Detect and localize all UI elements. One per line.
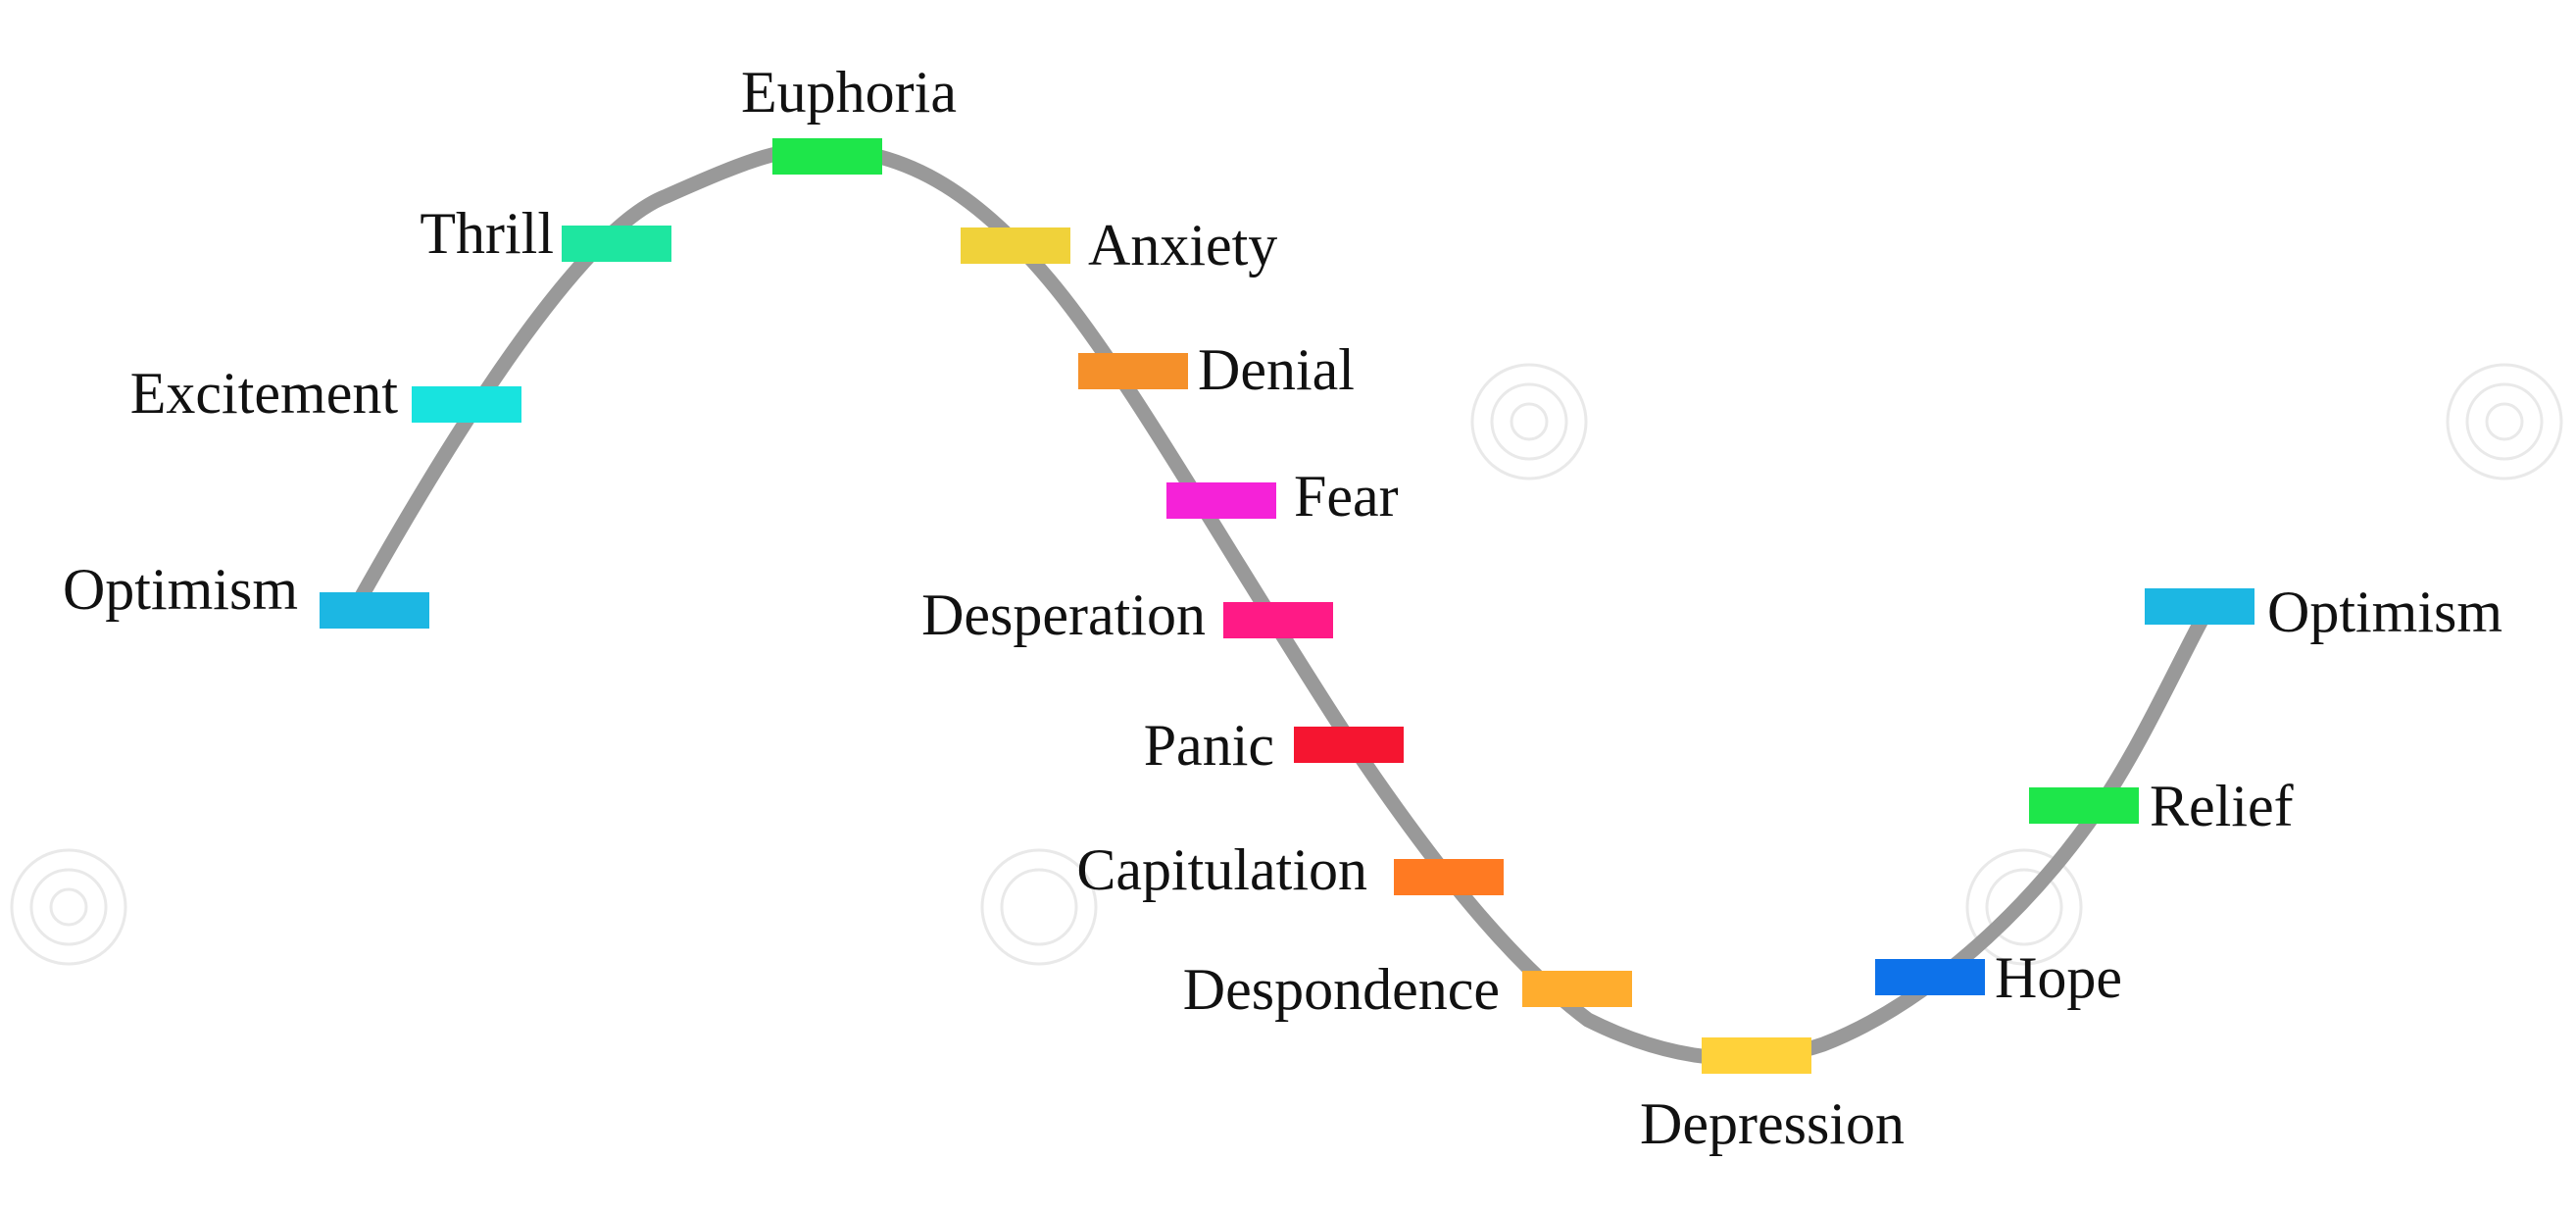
label-optimism-start: Optimism xyxy=(63,557,298,622)
marker-capitulation xyxy=(1394,859,1504,895)
label-fear: Fear xyxy=(1294,464,1399,529)
label-despondence: Despondence xyxy=(1183,957,1500,1022)
label-desperation: Desperation xyxy=(921,582,1206,647)
marker-excitement xyxy=(412,386,521,423)
stage-labels: Optimism Excitement Thrill Euphoria Anxi… xyxy=(63,60,2502,1156)
label-capitulation: Capitulation xyxy=(1076,837,1367,902)
marker-depression xyxy=(1702,1037,1811,1074)
label-panic: Panic xyxy=(1144,713,1274,778)
marker-optimism-start xyxy=(320,592,429,629)
label-denial: Denial xyxy=(1198,337,1355,402)
label-excitement: Excitement xyxy=(130,361,399,426)
marker-euphoria xyxy=(772,138,882,175)
marker-fear xyxy=(1166,482,1276,519)
label-relief: Relief xyxy=(2150,774,2294,838)
marker-denial xyxy=(1078,353,1188,389)
marker-optimism-end xyxy=(2145,588,2254,625)
marker-despondence xyxy=(1522,971,1632,1007)
label-optimism-end: Optimism xyxy=(2267,580,2502,644)
marker-anxiety xyxy=(961,227,1070,264)
emotion-cycle-curve xyxy=(350,141,2213,1067)
marker-relief xyxy=(2029,787,2139,824)
marker-panic xyxy=(1294,727,1404,763)
marker-hope xyxy=(1875,959,1985,995)
label-thrill: Thrill xyxy=(420,201,554,266)
label-anxiety: Anxiety xyxy=(1088,213,1277,278)
marker-desperation xyxy=(1223,602,1333,638)
label-hope: Hope xyxy=(1995,945,2122,1010)
marker-thrill xyxy=(562,226,671,262)
stage-markers xyxy=(320,138,2254,1074)
label-euphoria: Euphoria xyxy=(741,60,957,125)
watermark-swirls xyxy=(10,363,2563,966)
label-depression: Depression xyxy=(1640,1091,1905,1156)
